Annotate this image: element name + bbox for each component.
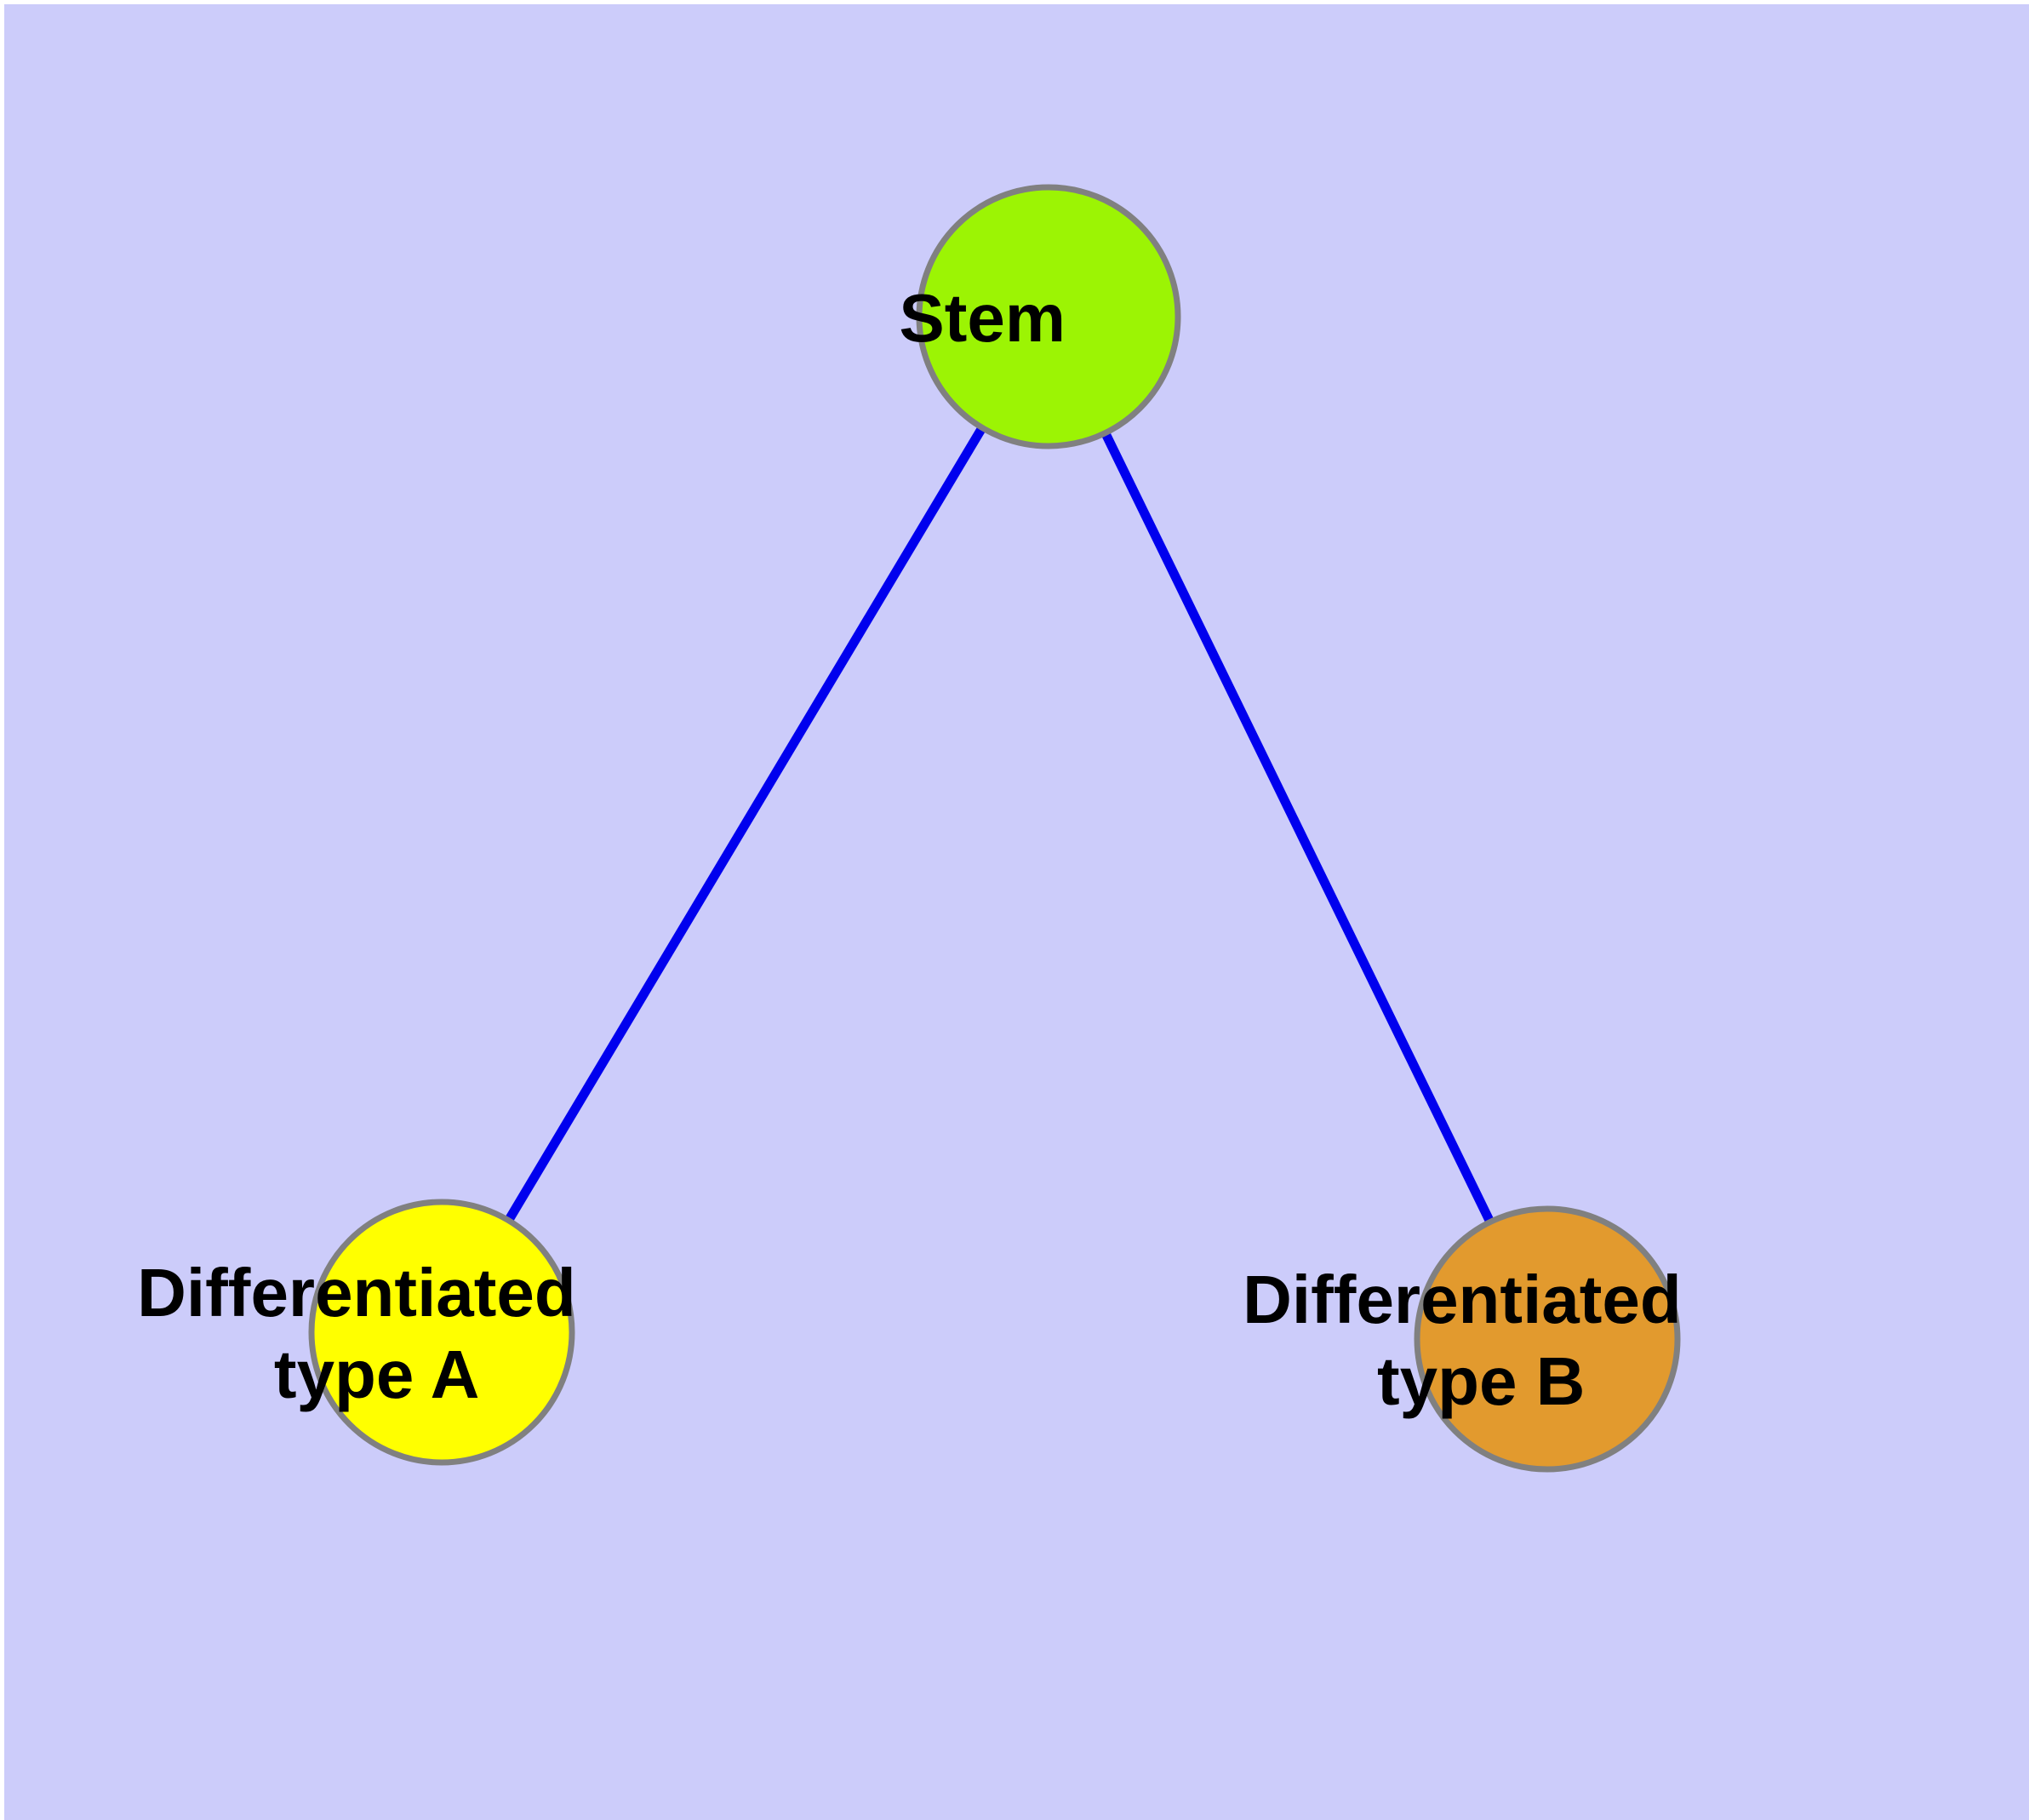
node-stem[interactable] [916,184,1181,449]
edge-stem-to-differentiated-type-a [504,425,986,1223]
node-stem-circle[interactable] [916,184,1181,449]
node-stem-label: Stem [0,0,1198,356]
node-differentiated-type-a[interactable] [308,1199,575,1466]
edge-stem-to-differentiated-type-b [1100,431,1495,1224]
node-differentiated-type-a-label-line-1: Differentiated [137,1255,576,1331]
node-differentiated-type-a-label: Differentiated type A [0,0,746,1412]
node-stem-label-line-1: Stem [899,280,1066,356]
node-differentiated-type-b-label: Differentiated type B [1243,1262,1682,1419]
node-differentiated-type-b-label-line-2: type B [1377,1343,1586,1419]
node-differentiated-type-b-circle[interactable] [1414,1205,1681,1473]
node-differentiated-type-b[interactable] [1414,1205,1681,1473]
node-layer [308,184,1681,1473]
node-differentiated-type-a-label-line-2: type A [274,1336,478,1412]
edge-layer [504,425,1495,1224]
label-layer: Stem Differentiated type A Differentiate… [0,0,1682,1419]
node-differentiated-type-b-label-line-1: Differentiated [1243,1262,1682,1337]
node-differentiated-type-a-circle[interactable] [308,1199,575,1466]
